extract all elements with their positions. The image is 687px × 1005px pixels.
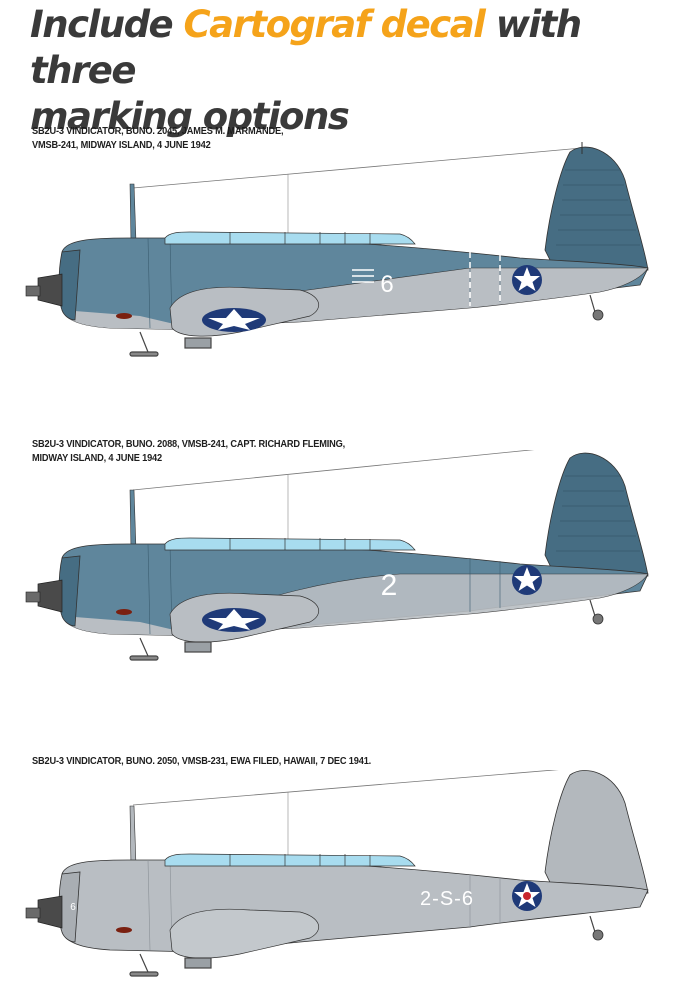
rudder-ribs bbox=[556, 169, 640, 246]
tail-wheel bbox=[589, 599, 604, 625]
exhaust bbox=[116, 313, 132, 319]
option-1-caption-line-2: VMSB-241, MIDWAY ISLAND, 4 JUNE 1942 bbox=[32, 139, 211, 151]
headline-text-end: with three bbox=[30, 3, 582, 92]
fuselage-bands bbox=[469, 252, 501, 306]
fuselage-insignia bbox=[512, 265, 542, 295]
tail-fin bbox=[544, 770, 649, 904]
antenna-mast bbox=[129, 489, 137, 551]
headline-text: Include bbox=[30, 3, 184, 46]
option-3-aircraft-profile: 6 2-S-6 bbox=[25, 767, 649, 977]
canopy-frames bbox=[229, 538, 371, 550]
fuselage-marking: 2-S-6 bbox=[420, 888, 474, 910]
canopy-frames bbox=[229, 232, 371, 244]
cowling bbox=[58, 555, 81, 627]
fuselage-lower bbox=[229, 573, 649, 632]
wing bbox=[169, 908, 320, 959]
tail-wheel bbox=[589, 294, 604, 321]
option-1-aircraft-profile: 6 bbox=[25, 142, 649, 357]
propeller-hub bbox=[25, 579, 63, 613]
option-1-aircraft: 6 bbox=[0, 140, 687, 370]
wing-insignia bbox=[202, 608, 266, 632]
landing-gear bbox=[129, 331, 212, 357]
antenna-mast bbox=[129, 805, 137, 867]
option-2-aircraft: 2 bbox=[0, 444, 687, 680]
landing-gear bbox=[129, 953, 212, 977]
belly-light bbox=[62, 310, 200, 330]
option-2-caption-line-1: SB2U-3 VINDICATOR, BUNO. 2088, VMSB-241,… bbox=[32, 438, 346, 450]
antenna-wire bbox=[132, 444, 581, 491]
cowl-number: 6 bbox=[70, 902, 76, 913]
option-2-caption: SB2U-3 VINDICATOR, BUNO. 2088, VMSB-241,… bbox=[32, 437, 345, 465]
canopy bbox=[164, 231, 416, 245]
panel-lines bbox=[147, 859, 501, 951]
option-3-caption: SB2U-3 VINDICATOR, BUNO. 2050, VMSB-231,… bbox=[32, 754, 371, 768]
tail-fin bbox=[544, 452, 649, 587]
propeller-hub bbox=[25, 895, 63, 929]
landing-gear bbox=[129, 637, 212, 661]
exhaust bbox=[116, 927, 132, 933]
cowling bbox=[58, 249, 81, 321]
option-3-caption-line-1: SB2U-3 VINDICATOR, BUNO. 2050, VMSB-231,… bbox=[32, 755, 372, 767]
fuselage-number: 6 bbox=[380, 271, 393, 298]
fuselage-insignia bbox=[512, 565, 542, 595]
canopy bbox=[164, 537, 416, 551]
propeller-hub bbox=[25, 273, 63, 307]
option-3-aircraft: 6 2-S-6 bbox=[0, 767, 687, 1000]
fuselage-stripes bbox=[352, 269, 374, 283]
headline-line-2: marking options bbox=[30, 95, 350, 138]
belly-light bbox=[62, 616, 200, 636]
option-2-aircraft-profile: 2 bbox=[25, 444, 649, 661]
antenna-mast bbox=[129, 183, 137, 243]
cowling bbox=[58, 871, 81, 943]
panel-lines bbox=[147, 543, 501, 635]
canopy bbox=[164, 853, 416, 867]
option-1-caption: SB2U-3 VINDICATOR, BUNO. 2045, JAMES M. … bbox=[32, 124, 284, 152]
exhaust bbox=[116, 609, 132, 615]
rudder-ribs bbox=[556, 475, 640, 552]
tail-fin bbox=[544, 146, 649, 281]
antenna-wire bbox=[132, 767, 579, 806]
option-1-caption-line-1: SB2U-3 VINDICATOR, BUNO. 2045, JAMES M. … bbox=[32, 125, 284, 137]
antenna-wire bbox=[132, 147, 583, 189]
headline-accent: Cartograf decal bbox=[183, 3, 486, 46]
fuselage-number: 2 bbox=[381, 569, 398, 602]
wing-insignia bbox=[202, 308, 266, 332]
headline-line-1: Include Cartograf decal with three bbox=[30, 2, 687, 94]
headline: Include Cartograf decal with three marki… bbox=[30, 2, 687, 140]
fuselage-insignia bbox=[512, 881, 542, 911]
canopy-frames bbox=[229, 854, 371, 866]
tail-wheel bbox=[589, 915, 604, 941]
option-2-caption-line-2: MIDWAY ISLAND, 4 JUNE 1942 bbox=[32, 452, 162, 464]
